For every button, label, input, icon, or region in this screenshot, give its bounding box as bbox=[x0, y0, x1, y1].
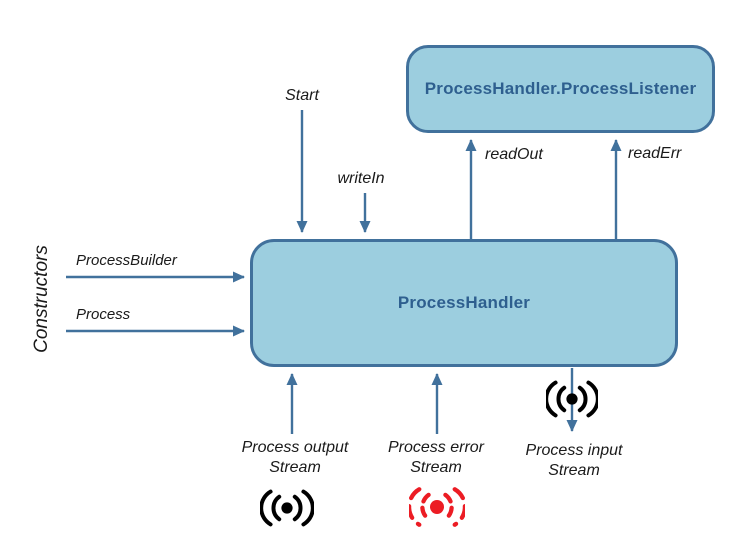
output-stream-signal-icon bbox=[260, 489, 314, 527]
process-listener-box-label: ProcessHandler.ProcessListener bbox=[424, 79, 697, 98]
constructors-label: Constructors bbox=[31, 245, 52, 353]
error-stream-signal-icon bbox=[409, 487, 465, 527]
process-listener-box: ProcessHandler.ProcessListener bbox=[406, 45, 715, 133]
readerr-label: readErr bbox=[628, 145, 682, 162]
writein-label: writeIn bbox=[337, 170, 385, 187]
start-label: Start bbox=[285, 87, 319, 104]
input-stream-label: Process input Stream bbox=[525, 442, 623, 479]
readout-label: readOut bbox=[485, 146, 543, 163]
error-stream-label: Process error Stream bbox=[387, 439, 485, 476]
output-stream-label: Process output Stream bbox=[241, 439, 349, 476]
input-stream-signal-icon bbox=[546, 380, 598, 418]
process-label: Process bbox=[76, 306, 131, 323]
process-handler-box-label: ProcessHandler bbox=[397, 293, 531, 312]
processbuilder-label: ProcessBuilder bbox=[76, 252, 177, 269]
process-handler-box: ProcessHandler bbox=[250, 239, 678, 367]
